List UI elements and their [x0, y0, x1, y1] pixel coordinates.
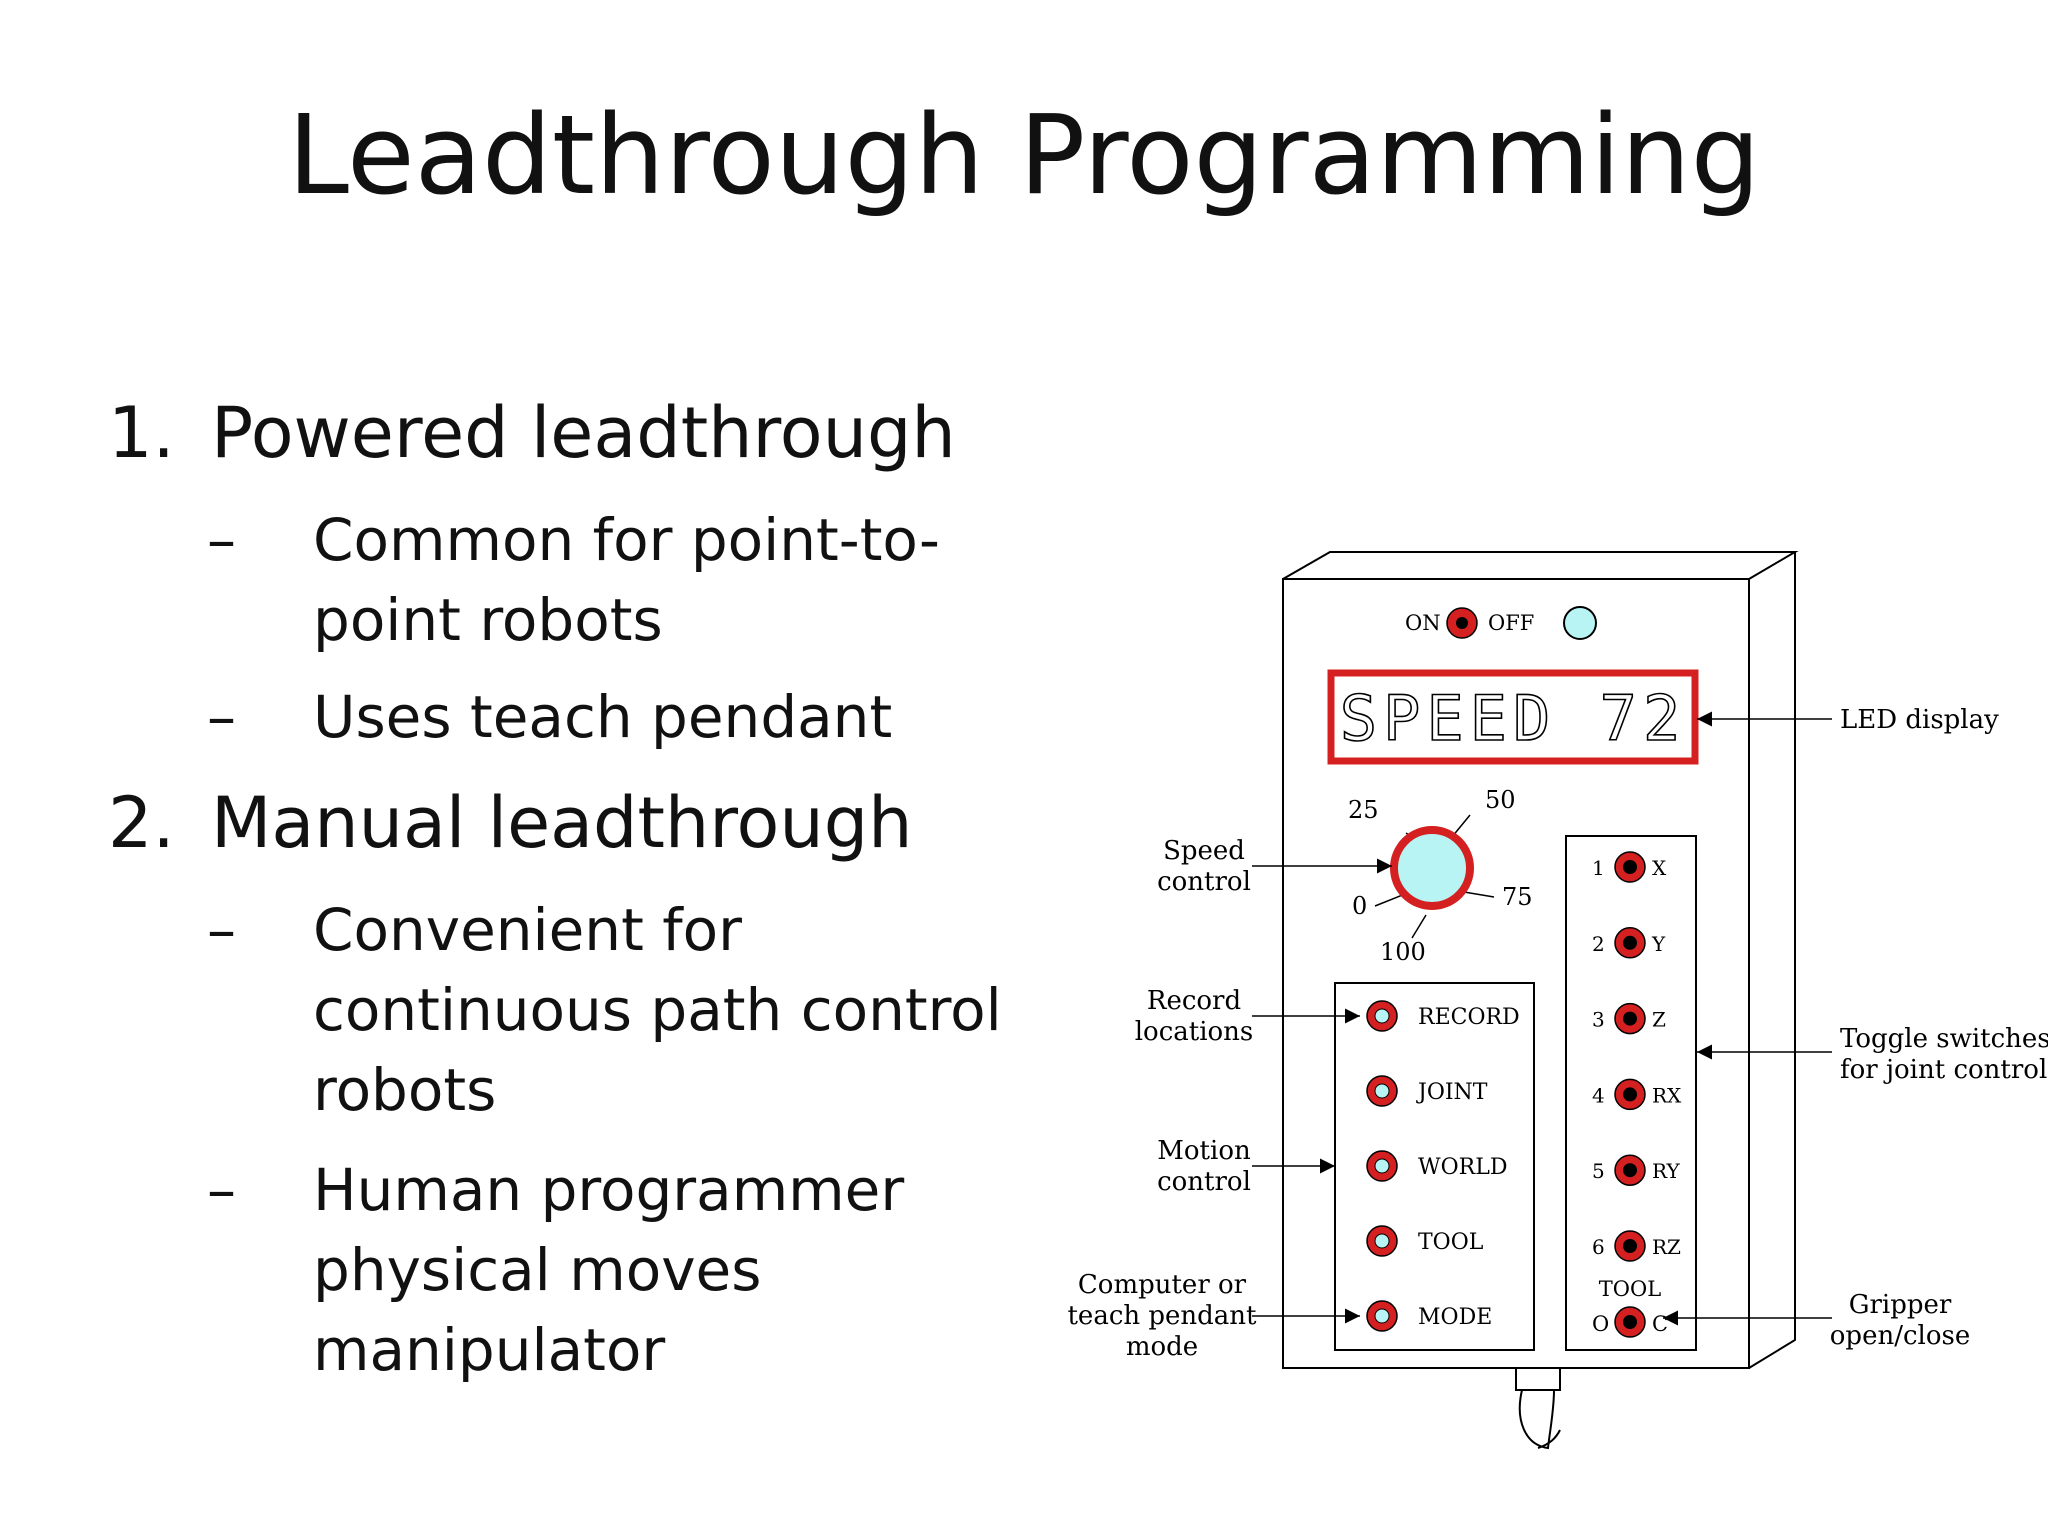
dash: – [207, 1156, 236, 1224]
mode-button-label: MODE [1418, 1305, 1492, 1330]
led-display-text: SPEED 72 [1340, 682, 1687, 755]
dial-mark-75: 75 [1502, 883, 1533, 911]
joint-button[interactable]: JOINT [1366, 1075, 1488, 1107]
dial-mark-100: 100 [1380, 938, 1426, 966]
bullet-number: 2. [108, 782, 175, 864]
joint-number: 2 [1592, 932, 1605, 956]
speed-dial[interactable] [1374, 814, 1495, 939]
mode-callout: Computer or teach pendant mode [1067, 1270, 1257, 1362]
joint-axis-label: RX [1652, 1083, 1682, 1107]
power-indicator-light [1563, 606, 1597, 640]
mode-button-label: WORLD [1418, 1155, 1507, 1180]
joint-toggle-ry[interactable]: 5 RY [1592, 1154, 1680, 1186]
dash: – [207, 896, 236, 964]
joint-number: 4 [1592, 1083, 1605, 1107]
callout-line: teach pendant [1067, 1301, 1257, 1331]
mode-button[interactable]: MODE [1366, 1300, 1492, 1332]
record-locations-callout: Record locations [1135, 986, 1254, 1047]
world-button[interactable]: WORLD [1366, 1150, 1507, 1182]
gripper-open-label: O [1592, 1312, 1609, 1336]
dial-mark-0: 0 [1352, 892, 1367, 920]
joint-axis-label: Z [1652, 1008, 1666, 1032]
sub-bullet-text: Common for point-to-point robots [313, 506, 940, 654]
power-toggle[interactable] [1446, 607, 1478, 639]
callout-line: mode [1126, 1332, 1198, 1362]
mode-button-label: JOINT [1416, 1080, 1488, 1105]
bullet-text: Manual leadthrough [211, 782, 913, 864]
joint-number: 1 [1592, 856, 1605, 880]
joint-number: 6 [1592, 1235, 1605, 1259]
pendant-body [1282, 551, 1799, 1369]
speed-control-callout: Speed control [1157, 836, 1251, 897]
callout-line: Toggle switches [1840, 1024, 2048, 1054]
mode-button-label: RECORD [1418, 1005, 1520, 1030]
joint-axis-label: RZ [1652, 1235, 1681, 1259]
callout-line: locations [1135, 1017, 1254, 1047]
dial-mark-25: 25 [1348, 796, 1379, 824]
bullet-list: 1. Powered leadthrough – Common for poin… [108, 392, 1002, 1385]
callout-line: Computer or [1078, 1270, 1247, 1300]
joint-number: 5 [1592, 1159, 1605, 1183]
slide-title: Leadthrough Programming [287, 91, 1761, 219]
off-label: OFF [1488, 611, 1534, 635]
toggle-switches-callout: Toggle switches for joint control [1840, 1024, 2048, 1085]
callout-line: Record [1147, 986, 1241, 1016]
mode-button-label: TOOL [1418, 1230, 1484, 1255]
joint-panel [1565, 835, 1697, 1351]
callout-line: open/close [1830, 1321, 1970, 1351]
joint-toggle-rz[interactable]: 6 RZ [1592, 1230, 1681, 1262]
callout-line: control [1157, 867, 1251, 897]
gripper-toggle[interactable] [1614, 1306, 1646, 1338]
callout-line: Speed [1163, 836, 1245, 866]
joint-axis-label: RY [1652, 1159, 1680, 1183]
dash: – [207, 683, 236, 751]
led-display [1327, 669, 1699, 765]
led-display-callout: LED display [1840, 705, 1999, 735]
mode-button-list: RECORD JOINT WORLD TOOL MODE [1366, 1000, 1520, 1332]
callout-line: Gripper [1849, 1290, 1952, 1320]
callout-line: Motion [1157, 1136, 1251, 1166]
on-label: ON [1405, 611, 1441, 635]
gripper-close-label: C [1652, 1312, 1668, 1336]
joint-number: 3 [1592, 1008, 1605, 1032]
dash: – [207, 506, 236, 574]
record-button[interactable]: RECORD [1366, 1000, 1520, 1032]
gripper-callout: Gripper open/close [1830, 1290, 1970, 1351]
bullet-number: 1. [108, 392, 175, 474]
sub-bullet-text: Convenient for continuous path control r… [313, 896, 1002, 1124]
sub-bullet-text: Human programmer physical moves manipula… [313, 1156, 905, 1384]
dial-mark-50: 50 [1485, 786, 1516, 814]
sub-bullet-text: Uses teach pendant [313, 683, 893, 751]
tool-button[interactable]: TOOL [1366, 1225, 1484, 1257]
joint-axis-label: Y [1651, 932, 1666, 956]
joint-toggle-rx[interactable]: 4 RX [1592, 1078, 1682, 1111]
motion-control-callout: Motion control [1157, 1136, 1251, 1197]
tool-gripper-label: TOOL [1599, 1277, 1661, 1301]
bullet-text: Powered leadthrough [211, 392, 956, 474]
callout-line: control [1157, 1167, 1251, 1197]
cable [1515, 1367, 1561, 1450]
joint-axis-label: X [1652, 856, 1667, 880]
callout-line: for joint control [1840, 1055, 2047, 1085]
